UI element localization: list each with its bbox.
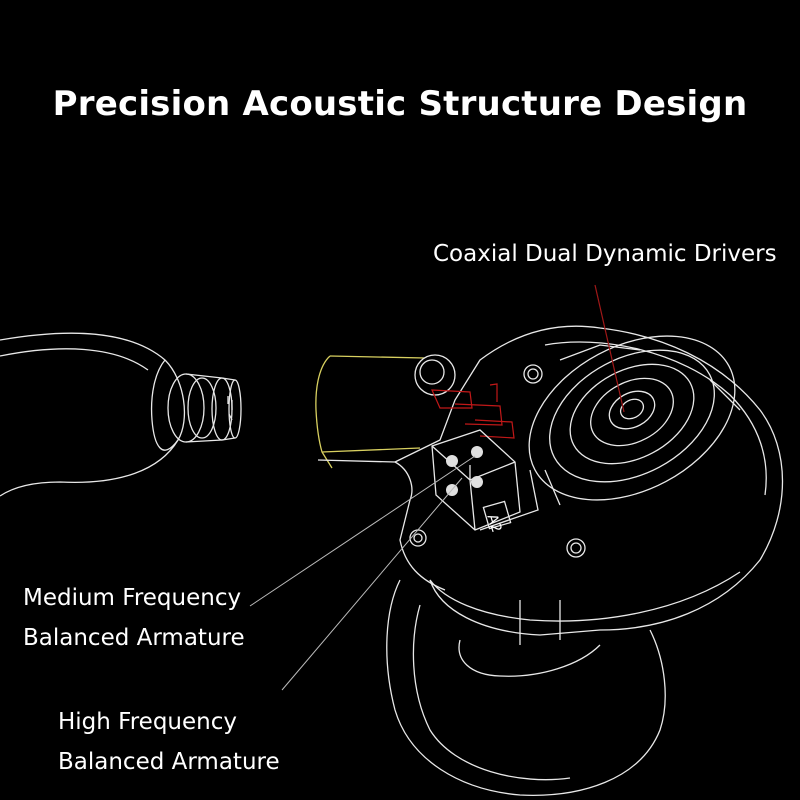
leader-line-coaxial — [594, 284, 625, 413]
leader-line-medium — [249, 455, 476, 607]
driver-wiring — [431, 383, 515, 439]
callout-high-frequency-armature: High Frequency Balanced Armature — [58, 702, 280, 782]
callout-line: Balanced Armature — [23, 625, 245, 651]
callout-line: Balanced Armature — [58, 749, 280, 775]
callout-line: High Frequency — [58, 709, 237, 735]
callout-coaxial-drivers: Coaxial Dual Dynamic Drivers — [433, 241, 777, 267]
dynamic-driver-assembly — [528, 335, 741, 506]
cable-connector — [0, 332, 242, 497]
armature-ports — [446, 446, 483, 496]
balanced-armature-blocks — [431, 429, 539, 531]
callout-line: Medium Frequency — [23, 585, 242, 611]
earphone-shell — [317, 325, 784, 796]
callout-medium-frequency-armature: Medium Frequency Balanced Armature — [23, 578, 245, 658]
part-marking: A2 — [483, 512, 504, 535]
page-title: Precision Acoustic Structure Design — [52, 84, 748, 124]
nozzle-housing — [315, 355, 426, 469]
leader-line-high — [281, 477, 463, 691]
